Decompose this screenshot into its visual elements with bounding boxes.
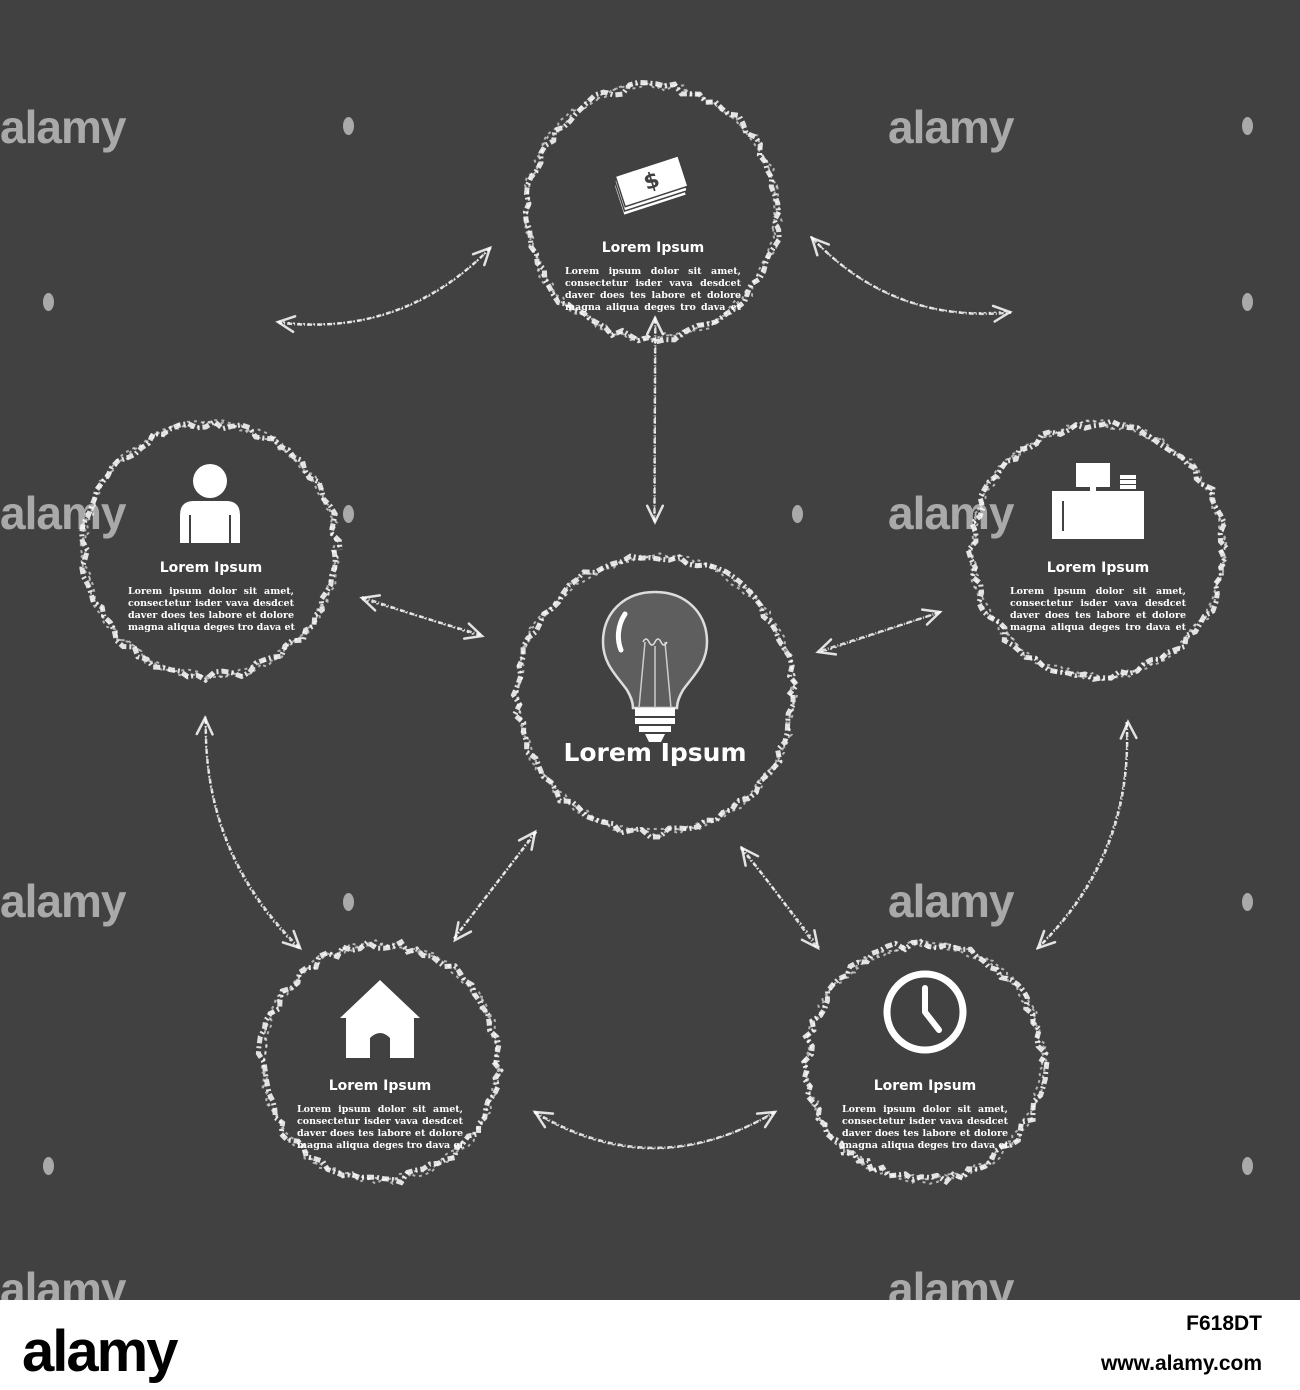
description-line: magna aliqua deges tro dava et <box>565 302 741 313</box>
description-line: Lorem ipsum dolor sit amet, <box>565 266 741 277</box>
clock-icon <box>883 970 967 1054</box>
arrow-top-center <box>645 315 665 525</box>
description-line: magna aliqua deges tro dava et <box>842 1140 1009 1151</box>
description-line: magna aliqua deges tro dava et <box>128 622 295 633</box>
diagram-graphics: $ <box>78 79 1231 1186</box>
node-bottom-right: Lorem Ipsum Lorem ipsum dolor sit amet, … <box>842 0 1009 1300</box>
watermark: alamy <box>0 487 126 539</box>
node-description: Lorem ipsum dolor sit amet, consectetur … <box>128 586 295 634</box>
watermark: alamy <box>888 487 1014 539</box>
watermark-mark <box>792 505 803 523</box>
node-title: Lorem Ipsum <box>873 1078 977 1094</box>
description-line: consectetur isder vava desdcet <box>565 278 741 289</box>
node-top: Lorem Ipsum Lorem ipsum dolor sit amet, … <box>565 0 741 1300</box>
watermark: alamy <box>0 875 126 927</box>
stock-footer: alamy F618DT www.alamy.com <box>0 1300 1300 1390</box>
description-line: Lorem ipsum dolor sit amet, <box>128 586 294 597</box>
description-line: daver does tes labore et dolore <box>842 1128 1008 1139</box>
desk-icon <box>1052 463 1144 539</box>
node-title: Lorem Ipsum <box>601 240 705 256</box>
arrow-top-left <box>275 245 493 334</box>
node-circle-bottom-left <box>255 938 504 1186</box>
footer-url: www.alamy.com <box>1100 1352 1262 1375</box>
watermark-mark <box>1242 117 1253 135</box>
arrow-center-bottomright <box>739 845 820 951</box>
circle-outlines <box>78 79 1231 1186</box>
watermark-mark <box>343 117 354 135</box>
watermark-mark <box>1242 293 1253 311</box>
watermark-mark <box>1242 893 1253 911</box>
arrow-right-bottomright <box>1035 719 1138 951</box>
description-line: Lorem ipsum dolor sit amet, <box>297 1104 463 1115</box>
node-description: Lorem ipsum dolor sit amet, consectetur … <box>842 1104 1009 1152</box>
description-line: magna aliqua deges tro dava et <box>297 1140 464 1151</box>
watermark-mark <box>43 1157 54 1175</box>
house-icon <box>340 980 420 1058</box>
node-title: Lorem Ipsum <box>328 1078 432 1094</box>
node-title: Lorem Ipsum <box>159 560 263 576</box>
node-circle-left <box>78 418 343 684</box>
center-circle <box>510 552 801 840</box>
arrow-bottom <box>532 1110 778 1150</box>
node-circle-top <box>522 79 783 345</box>
arrow-center-bottomleft <box>452 829 538 943</box>
node-title: Lorem Ipsum <box>1046 560 1150 576</box>
center-title: Lorem Ipsum <box>563 738 747 767</box>
node-description: Lorem ipsum dolor sit amet, consectetur … <box>297 1104 464 1152</box>
footer-brand-logo: alamy <box>22 1319 178 1384</box>
arrow-connectors <box>195 235 1138 1150</box>
node-description: Lorem ipsum dolor sit amet, consectetur … <box>1010 586 1186 634</box>
watermark-mark <box>343 893 354 911</box>
arrow-left-bottomleft <box>195 715 303 950</box>
description-line: daver does tes labore et dolore <box>128 610 294 621</box>
node-right: Lorem Ipsum Lorem ipsum dolor sit amet, … <box>1010 0 1186 1300</box>
description-line: magna aliqua deges tro dava et <box>1010 622 1186 633</box>
node-circle-right <box>965 418 1231 682</box>
node-circle-bottom-right <box>801 938 1050 1186</box>
money-icon: $ <box>613 154 689 217</box>
chalkboard-diagram: $ L <box>0 0 1300 1300</box>
lightbulb-icon <box>601 590 709 742</box>
person-icon <box>180 464 240 543</box>
description-line: consectetur isder vava desdcet <box>297 1116 463 1127</box>
description-line: daver does tes labore et dolore <box>1010 610 1186 621</box>
description-line: consectetur isder vava desdcet <box>842 1116 1008 1127</box>
watermark: alamy <box>888 101 1014 153</box>
watermark: alamy <box>0 101 126 153</box>
arrow-top-right <box>809 235 1013 323</box>
node-bottom-left: Lorem Ipsum Lorem ipsum dolor sit amet, … <box>297 0 464 1300</box>
watermark-mark <box>343 505 354 523</box>
node-left: Lorem Ipsum Lorem ipsum dolor sit amet, … <box>128 0 295 1300</box>
watermark-mark <box>1242 1157 1253 1175</box>
arrow-left-center <box>359 594 485 640</box>
description-line: consectetur isder vava desdcet <box>1010 598 1186 609</box>
description-line: daver does tes labore et dolore <box>565 290 741 301</box>
watermark-mark <box>43 293 54 311</box>
watermark: alamy <box>888 875 1014 927</box>
image-code: F618DT <box>1186 1312 1262 1335</box>
description-line: Lorem ipsum dolor sit amet, <box>1010 586 1186 597</box>
svg-text:$: $ <box>641 167 663 196</box>
node-description: Lorem ipsum dolor sit amet, consectetur … <box>565 266 741 314</box>
description-line: consectetur isder vava desdcet <box>128 598 294 609</box>
arrow-right-center <box>815 608 943 656</box>
description-line: Lorem ipsum dolor sit amet, <box>842 1104 1008 1115</box>
description-line: daver does tes labore et dolore <box>297 1128 463 1139</box>
